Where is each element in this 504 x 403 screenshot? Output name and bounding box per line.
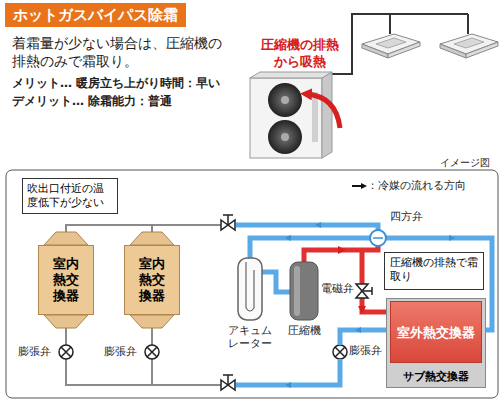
part-label: 四方弁 (390, 210, 423, 224)
indoor-heat-exchanger: 室内熱交換器 (38, 245, 94, 315)
legend-arrow (352, 186, 364, 187)
merit-text: メリット… 暖房立ち上がり時間：早い (12, 76, 220, 91)
accumulator (238, 258, 262, 320)
accumulator (238, 258, 262, 320)
blue-pipe (236, 225, 492, 385)
flow-arrow (318, 225, 330, 226)
outdoor-unit (250, 72, 332, 78)
flow-arrow (440, 238, 452, 239)
accumulator (246, 262, 254, 311)
indoor-header (44, 315, 88, 328)
node-text: 室外熱交換器 (397, 324, 475, 341)
node-text: 室内熱交換器 (139, 256, 165, 304)
red-pipe (304, 246, 378, 262)
flow-arrow (288, 385, 300, 386)
compressor (294, 266, 300, 316)
callout-box: 圧縮機の排熱で霜取り (384, 252, 484, 290)
ball-valve (221, 215, 235, 390)
expansion-valve (59, 345, 347, 359)
expansion-valve (147, 347, 157, 357)
ball-valve (223, 375, 233, 385)
indoor-pipe (66, 225, 222, 232)
outdoor-unit (250, 72, 332, 158)
cassette-unit (376, 38, 406, 48)
outdoor-unit (281, 96, 289, 104)
description: 着霜量が少ない場合は、圧縮機の排熱のみで霜取り。 (12, 34, 226, 70)
part-label: 圧縮機 (283, 324, 325, 338)
expansion-valve (333, 345, 347, 359)
outdoor-unit (322, 72, 332, 158)
part-label: 膨張弁 (18, 345, 51, 359)
indoor-header (44, 232, 88, 245)
node-text: 圧縮機の排熱で霜取り (390, 256, 478, 284)
part-label: アキュムレーター (226, 324, 274, 350)
compressor (290, 262, 318, 320)
part-label: 膨張弁 (104, 345, 137, 359)
blue-pipe (262, 272, 290, 292)
sub-heat-exchanger: サブ熱交換器室外熱交換器 (386, 298, 486, 388)
expansion-valve (59, 345, 73, 359)
heat-arrow (306, 94, 340, 128)
expansion-valve (61, 347, 71, 357)
node-text: 室内熱交換器 (53, 256, 79, 304)
callout-red: 圧縮機の排熱から吸熱 (258, 36, 342, 70)
four-way-valve (370, 230, 386, 246)
title-text: ホットガスバイパス除霜 (13, 6, 178, 25)
ceiling-pipe (318, 14, 468, 78)
solenoid-valve (356, 284, 372, 298)
ball-valve (223, 215, 233, 225)
outdoor-unit (312, 92, 318, 142)
cassette-unit (454, 38, 484, 48)
flow-arrow (358, 330, 370, 331)
outdoor-unit (281, 133, 289, 141)
blue-pipe (236, 225, 378, 230)
image-note: イメージ図 (440, 156, 490, 169)
outdoor-unit (268, 83, 302, 117)
indoor-header (130, 232, 174, 245)
indoor-header (130, 315, 174, 328)
legend-text: ：冷媒の流れる方向 (367, 179, 466, 193)
indoor-heat-exchanger: 室内熱交換器 (124, 245, 180, 315)
flow-arrow (330, 250, 342, 251)
title-bar: ホットガスバイパス除霜 (5, 3, 186, 27)
part-label: 膨張弁 (349, 344, 382, 358)
flow-arrow (288, 238, 300, 239)
four-way-valve (373, 237, 383, 239)
outdoor-unit (250, 78, 322, 158)
part-label: 電磁弁 (321, 282, 354, 296)
diagram-frame (6, 170, 498, 398)
solenoid-valve (362, 287, 372, 295)
diagram-frame (6, 170, 498, 398)
node-text: 吹出口付近の温度低下が少ない (27, 182, 113, 210)
cassette-unit (362, 34, 498, 58)
outdoor-heat-exchanger: 室外熱交換器 (390, 301, 482, 363)
ceiling-pipe (318, 14, 468, 78)
flow-arrow (362, 302, 363, 310)
expansion-valve (335, 347, 345, 357)
four-way-valve (370, 230, 386, 246)
compressor (290, 262, 318, 320)
expansion-valve (145, 345, 159, 359)
outdoor-unit (268, 120, 302, 154)
legend-arrow (352, 185, 364, 187)
node-text: サブ熱交換器 (387, 370, 485, 384)
heat-arrow (306, 94, 340, 128)
indoor-pipe (66, 328, 222, 385)
note-box: 吹出口付近の温度低下が少ない (22, 178, 118, 214)
demerit-text: デメリット… 除霜能力：普通 (12, 94, 172, 109)
